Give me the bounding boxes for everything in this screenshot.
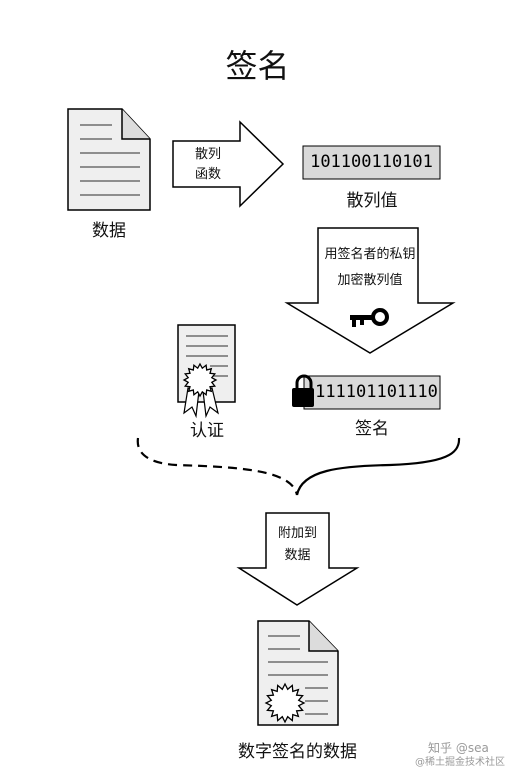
key-icon (350, 308, 389, 327)
page-title: 签名 (225, 47, 290, 85)
merge-brace-dashed (136, 437, 299, 496)
hash-function-arrow (172, 120, 285, 208)
hash-function-label: 散列 函数 (178, 145, 238, 185)
watermark-juejin: @稀土掘金技术社区 (415, 757, 505, 768)
signature-value-text: 111101101110 (315, 382, 438, 402)
watermark-zhihu: 知乎 @sea (428, 741, 489, 755)
merge-brace-solid (295, 437, 461, 496)
lock-icon (292, 374, 314, 407)
encrypt-arrow (284, 227, 456, 354)
encrypt-label-line-2: 加密散列值 (337, 273, 403, 288)
hash-value-label: 散列值 (346, 191, 398, 211)
signed-data-label: 数字签名的数据 (238, 742, 357, 762)
hash-value-text: 101100110101 (310, 152, 433, 172)
encrypt-label: 用签名者的私钥 加密散列值 (300, 242, 440, 294)
attach-label-line-2: 数据 (284, 548, 311, 563)
attach-label: 附加到 数据 (266, 523, 329, 567)
signature-label: 签名 (355, 419, 389, 439)
attach-arrow (236, 512, 360, 606)
hash-function-label-line-2: 函数 (194, 167, 221, 182)
document-icon (67, 108, 151, 211)
data-label: 数据 (92, 221, 126, 241)
certificate-icon (177, 324, 236, 419)
hash-value-box (302, 145, 441, 180)
certificate-label: 认证 (190, 421, 224, 441)
hash-function-label-line-1: 散列 (194, 147, 221, 162)
attach-label-line-1: 附加到 (277, 526, 317, 541)
signed-document-icon (257, 620, 339, 726)
encrypt-label-line-1: 用签名者的私钥 (324, 247, 416, 262)
